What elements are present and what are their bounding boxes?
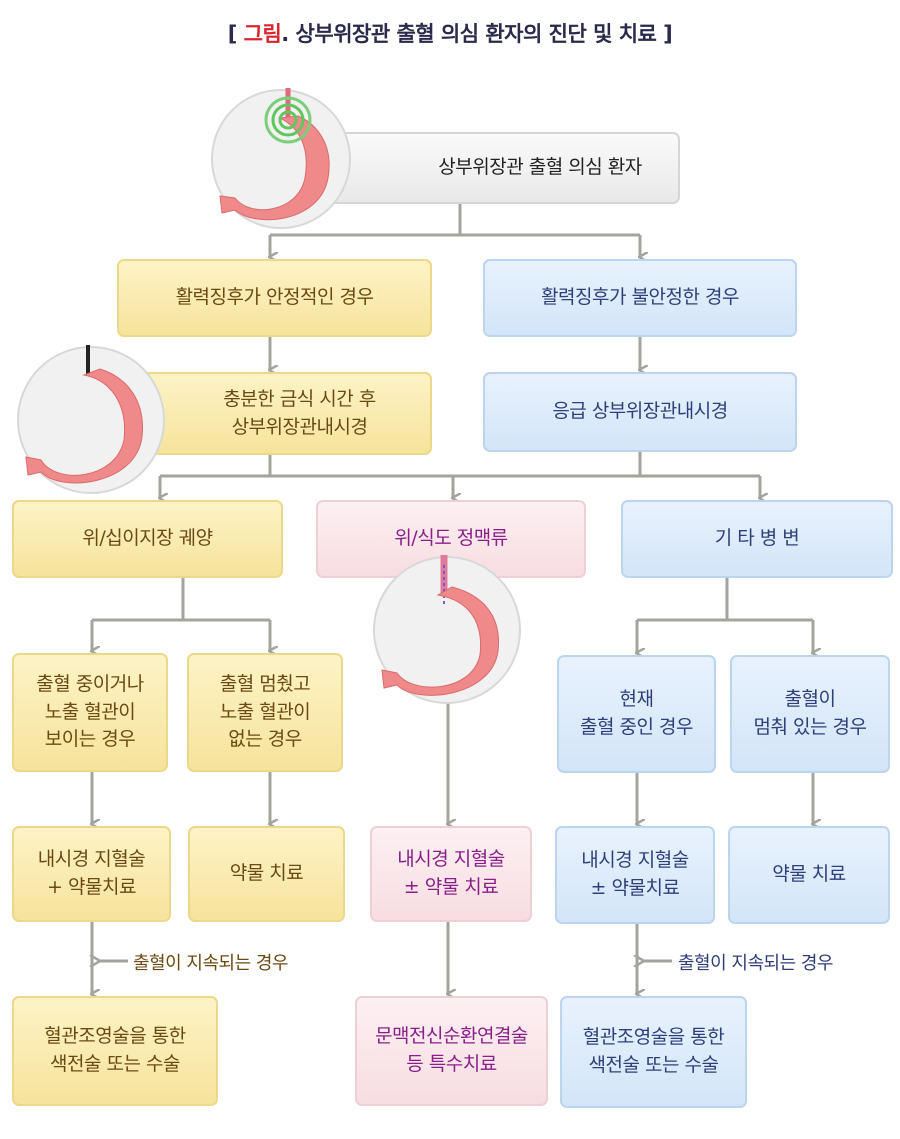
node-ulcer-active: 출혈 중이거나 노출 혈관이 보이는 경우	[12, 653, 168, 772]
node-ulcer-stopped: 출혈 멈췄고 노출 혈관이 없는 경우	[187, 653, 343, 772]
note-persistent-bleeding-right: 출혈이 지속되는 경우	[678, 953, 833, 974]
note-persistent-bleeding-left: 출혈이 지속되는 경우	[133, 953, 288, 974]
node-other-endo-tx: 내시경 지혈술 ± 약물치료	[555, 826, 715, 924]
node-other-final: 혈관조영술을 통한 색전술 또는 수술	[560, 996, 747, 1108]
node-other-stopped: 출혈이 멈춰 있는 경우	[730, 655, 890, 773]
node-fasting-endoscopy: 충분한 금식 시간 후 상부위장관내시경	[117, 372, 432, 455]
node-other-drug-tx: 약물 치료	[728, 826, 890, 924]
stomach-bleeding-icon	[211, 88, 351, 229]
title-prefix: 그림	[243, 22, 282, 46]
node-varices-endo-tx: 내시경 지혈술 ± 약물 치료	[370, 826, 532, 922]
node-ulcer-endo-tx: 내시경 지혈술 + 약물치료	[12, 826, 171, 922]
figure-title: [ 그림. 상부위장관 출혈 의심 환자의 진단 및 치료 ]	[0, 18, 900, 48]
title-bracket: [	[227, 22, 244, 46]
node-stable: 활력징후가 안정적인 경우	[117, 259, 432, 337]
node-other-active: 현재 출혈 중인 경우	[557, 655, 716, 773]
node-ulcer: 위/십이지장 궤양	[12, 500, 283, 578]
node-ulcer-final: 혈관조영술을 통한 색전술 또는 수술	[12, 996, 218, 1106]
node-start: 상부위장관 출혈 의심 환자	[300, 132, 680, 204]
node-unstable: 활력징후가 불안정한 경우	[483, 259, 797, 337]
node-other-lesions: 기 타 병 변	[621, 500, 893, 578]
stomach-endoscopy-icon	[17, 345, 165, 494]
node-varices-final: 문맥전신순환연결술 등 특수치료	[355, 996, 548, 1106]
node-ulcer-drug-tx: 약물 치료	[188, 826, 345, 922]
node-emergency-endoscopy: 응급 상부위장관내시경	[483, 372, 797, 452]
title-text: . 상부위장관 출혈 의심 환자의 진단 및 치료 ]	[281, 22, 673, 46]
stomach-varices-icon	[373, 555, 521, 704]
